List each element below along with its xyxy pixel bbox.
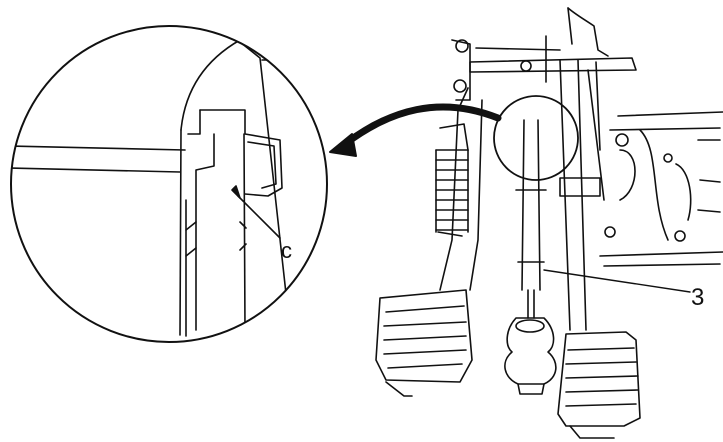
reference-circle xyxy=(493,95,579,181)
direction-arrow xyxy=(329,103,502,157)
detail-label-c: c xyxy=(281,238,292,263)
pedal-assembly xyxy=(375,7,723,439)
part-number-3: 3 xyxy=(691,284,705,311)
part-3-leader xyxy=(543,269,691,293)
detail-magnifier xyxy=(10,25,328,343)
